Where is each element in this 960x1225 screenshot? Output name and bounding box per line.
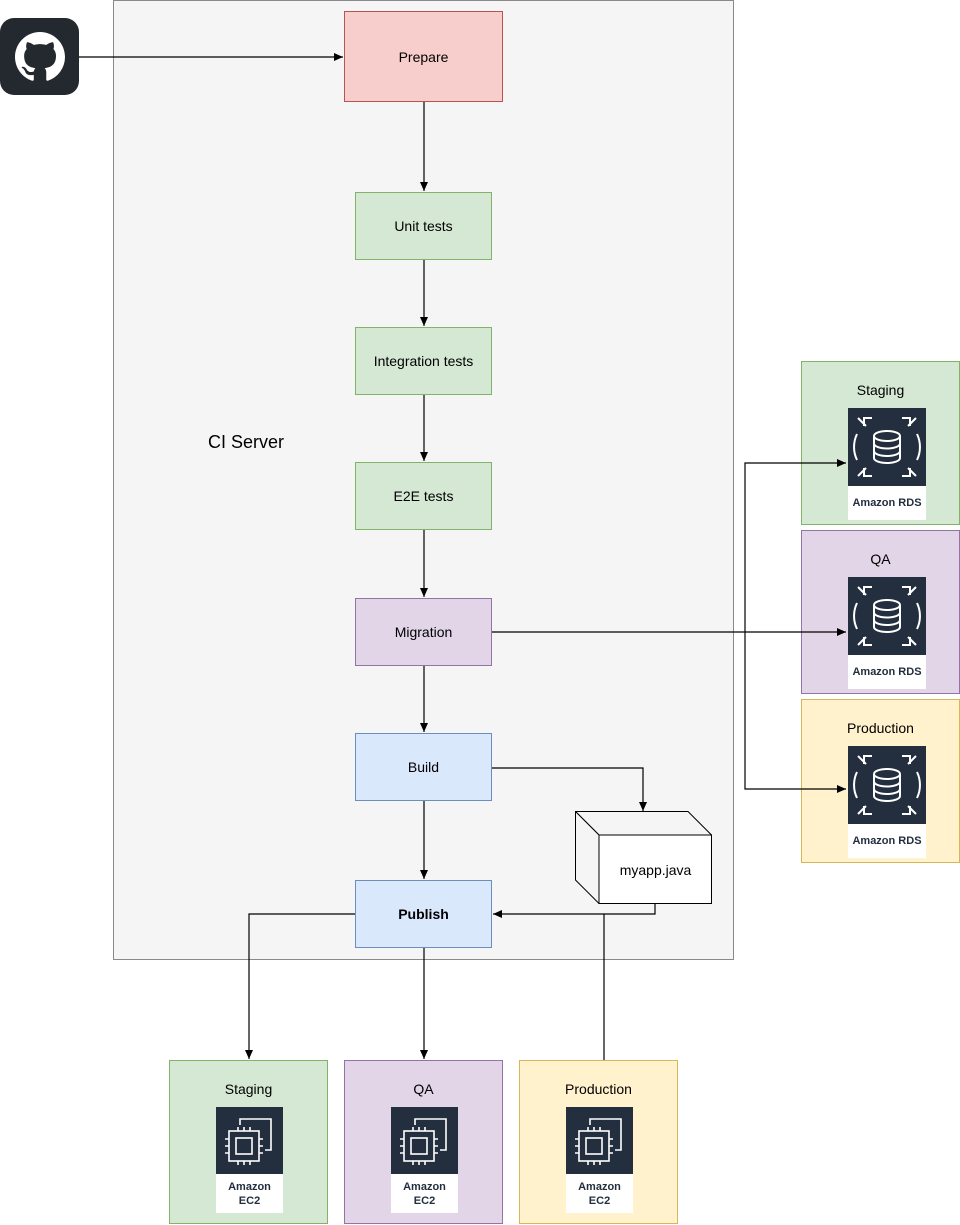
edge-publish-staging (245, 913, 355, 1059)
step-unit-tests-label: Unit tests (394, 218, 453, 234)
ec2-label: Amazon EC2 (566, 1180, 633, 1213)
ci-server-label: CI Server (208, 432, 285, 452)
rds-label: Amazon RDS (852, 666, 922, 678)
step-integration-tests-label: Integration tests (373, 353, 474, 369)
edge-rds-production (744, 632, 846, 793)
rds-label: Amazon RDS (852, 497, 922, 509)
step-prepare-label: Prepare (398, 48, 449, 65)
ec2-label-line2: EC2 (588, 1195, 611, 1207)
rds-database-icon (848, 577, 926, 655)
ec2-chip-icon (216, 1107, 283, 1174)
artifact-box[interactable]: myapp.java (575, 811, 712, 904)
db-env-qa: QA Amazon RDS (801, 530, 960, 694)
ec2-chip-icon (566, 1107, 633, 1174)
artifact-cube-shape (575, 811, 712, 904)
artifact-label: myapp.java (619, 861, 692, 878)
ec2-label-line1: Amazon (228, 1181, 271, 1193)
server-env-production: Production Amazon EC2 (519, 1060, 678, 1224)
edge-artifact-publish (493, 904, 656, 918)
server-env-staging: Staging Amazon EC2 (169, 1060, 328, 1224)
step-e2e-tests-label: E2E tests (393, 488, 454, 504)
ec2-chip-icon (391, 1107, 458, 1174)
step-build-label: Build (407, 759, 440, 775)
db-env-production-title: Production (847, 720, 914, 736)
step-e2e-tests[interactable]: E2E tests (355, 462, 492, 530)
rds-staging[interactable]: Amazon RDS (848, 408, 926, 520)
ec2-production[interactable]: Amazon EC2 (566, 1107, 633, 1213)
ec2-label-line2: EC2 (413, 1195, 436, 1207)
step-unit-tests[interactable]: Unit tests (355, 192, 492, 260)
db-env-staging-title: Staging (856, 382, 905, 398)
edge-build-artifact (492, 767, 647, 811)
github-icon (0, 18, 79, 95)
ec2-label-line1: Amazon (578, 1181, 621, 1193)
step-migration-label: Migration (394, 624, 453, 640)
server-env-qa: QA Amazon EC2 (344, 1060, 503, 1224)
ec2-label: Amazon EC2 (391, 1180, 458, 1213)
rds-database-icon (848, 408, 926, 486)
ec2-qa[interactable]: Amazon EC2 (391, 1107, 458, 1213)
rds-qa[interactable]: Amazon RDS (848, 577, 926, 689)
step-build[interactable]: Build (355, 733, 492, 801)
db-env-qa-title: QA (870, 551, 891, 567)
step-publish[interactable]: Publish (355, 880, 492, 948)
step-prepare[interactable]: Prepare (344, 11, 503, 102)
ec2-label: Amazon EC2 (216, 1180, 283, 1213)
server-env-production-title: Production (565, 1081, 632, 1097)
step-migration[interactable]: Migration (355, 598, 492, 666)
edge-rds-staging (744, 459, 846, 632)
server-env-qa-title: QA (413, 1081, 434, 1097)
rds-database-icon (848, 746, 926, 824)
step-publish-label: Publish (398, 906, 449, 922)
rds-production[interactable]: Amazon RDS (848, 746, 926, 858)
step-integration-tests[interactable]: Integration tests (355, 327, 492, 395)
ec2-label-line1: Amazon (403, 1181, 446, 1193)
server-env-staging-title: Staging (224, 1081, 273, 1097)
ec2-label-line2: EC2 (238, 1195, 261, 1207)
db-env-staging: Staging Amazon RDS (801, 361, 960, 525)
ec2-staging[interactable]: Amazon EC2 (216, 1107, 283, 1213)
rds-label: Amazon RDS (852, 835, 922, 847)
db-env-production: Production Amazon RDS (801, 699, 960, 863)
